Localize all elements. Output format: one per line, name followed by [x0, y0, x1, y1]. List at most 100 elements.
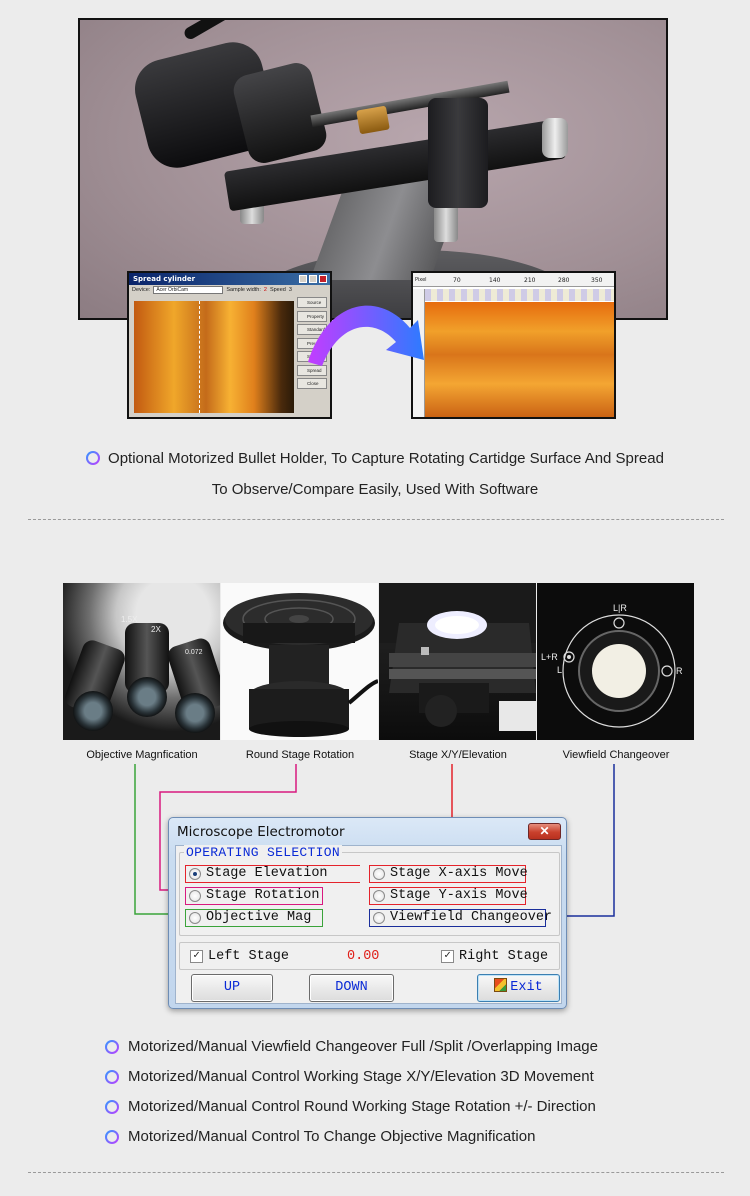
right-stage-checkbox[interactable]: ✓ Right Stage [441, 949, 548, 964]
close-button: Close [297, 378, 327, 389]
highlight-stage-y [369, 887, 526, 905]
minimize-icon [299, 275, 307, 283]
capture-preview-image [134, 301, 294, 413]
option-label: Stage Elevation [206, 866, 328, 881]
property-button: Property [297, 310, 327, 322]
radio-dot [373, 889, 385, 902]
speed-value: 3 [288, 287, 292, 293]
caption-line-1: Optional Motorized Bullet Holder, To Cap… [108, 450, 664, 467]
caption-line-2: To Observe/Compare Easily, Used With Sof… [211, 481, 539, 498]
bullet-cartridge [356, 105, 390, 135]
ruler-tick: 70 [453, 277, 461, 284]
ruler-tick: 210 [524, 277, 536, 284]
radio-objective-mag[interactable]: Objective Mag [189, 910, 311, 925]
cable [182, 20, 258, 42]
speed-label: Speed [269, 287, 286, 293]
xy-stage-photo [379, 583, 536, 740]
feature-item: Motorized/Manual Control Working Stage X… [105, 1068, 594, 1085]
radio-dot [189, 911, 201, 924]
spread-surface-image [425, 302, 614, 417]
radio-stage-y[interactable]: Stage Y-axis Move [373, 888, 528, 903]
radio-stage-rotation[interactable]: Stage Rotation [189, 888, 319, 903]
objective-label: 2X [151, 625, 161, 634]
highlight-stage-rotation [185, 887, 323, 905]
ruler-tick: 350 [591, 277, 603, 284]
viewfield-dial-icon [562, 614, 676, 728]
sample-width-value: 2 [263, 287, 267, 293]
bullet-circle-icon [105, 1130, 119, 1144]
radio-stage-elevation[interactable]: Stage Elevation [189, 866, 328, 881]
option-label: Stage X-axis Move [390, 866, 528, 881]
bullet-circle-icon [105, 1040, 119, 1054]
dial-label-left2: L [557, 665, 563, 675]
option-label: Viewfield Changeover [390, 910, 553, 925]
device-select: Acer OrbiCam [153, 286, 224, 294]
feature-item: Motorized/Manual Viewfield Changeover Fu… [105, 1038, 598, 1055]
group-label: OPERATING SELECTION [184, 845, 342, 860]
exit-label: Exit [510, 980, 543, 995]
operating-selection-group: OPERATING SELECTION Stage Elevation Stag… [179, 845, 560, 936]
highlight-objective-mag [185, 909, 323, 927]
objective-label: 1.5X [121, 615, 138, 624]
down-button[interactable]: DOWN [309, 974, 394, 1002]
option-label: Objective Mag [206, 910, 312, 925]
curved-arrow-icon [308, 305, 424, 366]
maximize-icon [309, 275, 317, 283]
close-icon [319, 275, 327, 283]
feature-text: Motorized/Manual Control Working Stage X… [128, 1068, 594, 1085]
source-button: Source [297, 297, 327, 308]
dialog-close-button[interactable]: ✕ [528, 823, 561, 840]
radio-dot [373, 911, 385, 924]
exit-icon [494, 978, 508, 992]
highlight-stage-elevation [185, 865, 360, 883]
objective-label: 0.072 [185, 649, 203, 656]
up-button[interactable]: UP [191, 974, 273, 1002]
section-divider [28, 519, 724, 520]
tailstock-knob [542, 118, 568, 158]
radio-viewfield[interactable]: Viewfield Changeover [373, 910, 552, 925]
feature-item: Motorized/Manual Control Round Working S… [105, 1098, 596, 1115]
thumb-screw [434, 202, 458, 242]
round-stage-photo [221, 583, 378, 740]
option-label: Stage Y-axis Move [390, 888, 528, 903]
round-stage-icon [223, 593, 378, 737]
radio-dot [373, 867, 385, 880]
stage-select-group: ✓ Left Stage 0.00 ✓ Right Stage [179, 942, 560, 970]
photo-label-viewfield: Viewfield Changeover [562, 749, 670, 761]
photo-label-stage: Stage X/Y/Elevation [409, 749, 507, 761]
xy-stage-icon [379, 583, 536, 731]
tailstock-clamp [428, 98, 488, 208]
right-stage-label: Right Stage [459, 949, 549, 964]
pattern-strip [425, 289, 614, 301]
dial-label-right: R [676, 666, 683, 676]
left-stage-checkbox[interactable]: ✓ Left Stage [190, 949, 289, 964]
dialog-title: Microscope Electromotor [177, 824, 345, 840]
feature-text: Motorized/Manual Control Round Working S… [128, 1098, 596, 1115]
ruler-unit: Pixel [415, 277, 427, 283]
bullet-circle-icon [86, 451, 100, 465]
checkmark-icon: ✓ [190, 950, 203, 963]
spread-button: Spread [297, 364, 327, 376]
caption-bullet-holder: Optional Motorized Bullet Holder, To Cap… [40, 443, 710, 505]
left-stage-label: Left Stage [208, 949, 290, 964]
radio-stage-x[interactable]: Stage X-axis Move [373, 866, 528, 881]
photo-label-rotation: Round Stage Rotation [245, 749, 355, 761]
viewfield-changeover-photo: L|R L+R L R [537, 583, 694, 740]
highlight-viewfield [369, 909, 546, 927]
feature-item: Motorized/Manual Control To Change Objec… [105, 1128, 535, 1145]
section-divider [28, 1172, 724, 1173]
dial-label-left: L+R [541, 652, 558, 662]
spread-result-window: Pixel 70 140 210 280 350 [411, 271, 616, 419]
highlight-stage-x [369, 865, 526, 883]
ruler-tick: 280 [558, 277, 570, 284]
option-label: Stage Rotation [206, 888, 320, 903]
dial-label-top: L|R [613, 603, 627, 613]
exit-button[interactable]: Exit [477, 974, 560, 1002]
photo-label-objective: Objective Magnfication [86, 749, 198, 761]
bullet-circle-icon [105, 1070, 119, 1084]
window-titlebar: Spread cylinder [129, 273, 330, 285]
device-row: Device: Acer OrbiCam Sample width: 2 Spe… [129, 285, 330, 295]
sample-width-label: Sample width: [226, 287, 261, 293]
bullet-circle-icon [105, 1100, 119, 1114]
dialog-client-area: OPERATING SELECTION Stage Elevation Stag… [175, 845, 562, 1004]
